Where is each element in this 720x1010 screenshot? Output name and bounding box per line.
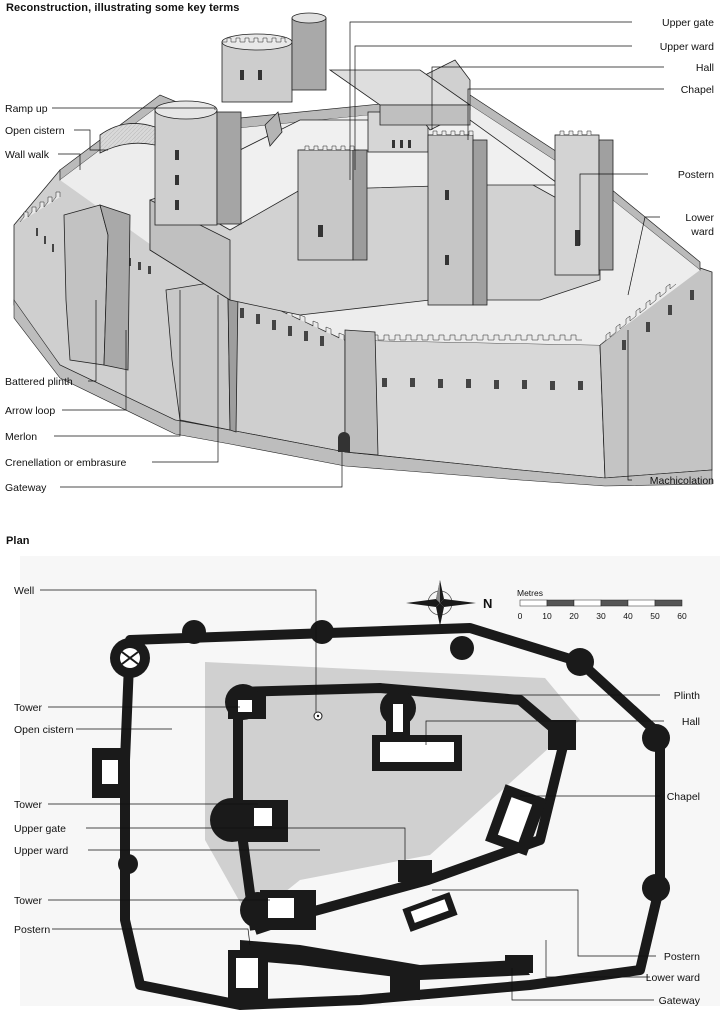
well-icon: [313, 711, 323, 721]
plan-label-lower-ward: Lower ward: [646, 972, 700, 984]
plan-label-well: Well: [14, 585, 34, 597]
label-crenellation: Crenellation or embrasure: [5, 457, 127, 469]
label-ward: ward: [690, 226, 714, 238]
scale-tick-10: 10: [542, 611, 552, 621]
plan-label-upper-ward: Upper ward: [14, 845, 68, 857]
castle-reconstruction-illustration: Ramp up Open cistern Wall walk Battered …: [5, 12, 714, 494]
gateway-arch: [338, 432, 350, 452]
outer-towers: [63, 204, 379, 456]
north-label: N: [483, 596, 492, 611]
plan-label-postern: Postern: [14, 924, 50, 936]
north-arrow-icon: [406, 580, 476, 626]
label-lower: Lower: [685, 212, 714, 224]
inner-windows: [175, 70, 580, 265]
inner-castle: [99, 12, 614, 316]
label-upper-ward: Upper ward: [660, 41, 714, 53]
scale-tick-50: 50: [650, 611, 660, 621]
plinth-area: [205, 662, 580, 920]
label-gateway: Gateway: [5, 482, 47, 494]
scale-tick-0: 0: [518, 611, 523, 621]
label-chapel: Chapel: [681, 84, 714, 96]
label-hall: Hall: [696, 62, 714, 74]
label-open-cistern: Open cistern: [5, 125, 65, 137]
plan-label-gateway: Gateway: [659, 995, 701, 1007]
label-machicolation: Machicolation: [650, 475, 714, 487]
reconstruction-leaders-left: [52, 107, 343, 488]
scale-tick-40: 40: [623, 611, 633, 621]
plan-label-open-cistern: Open cistern: [14, 724, 74, 736]
label-merlon: Merlon: [5, 431, 37, 443]
label-wall-walk: Wall walk: [5, 149, 50, 161]
label-postern: Postern: [678, 169, 714, 181]
plan-label-plinth: Plinth: [674, 690, 700, 702]
scale-tick-60: 60: [677, 611, 687, 621]
merlons-inner: [222, 37, 592, 151]
plan-label-tower-1: Tower: [14, 702, 43, 714]
plan-leaders-left: [40, 589, 406, 946]
scale-tick-20: 20: [569, 611, 579, 621]
plan-leaders-right: [425, 694, 664, 1001]
label-battered-plinth: Battered plinth: [5, 376, 73, 388]
plan-title: Plan: [6, 535, 30, 547]
label-upper-gate: Upper gate: [662, 17, 714, 29]
inner-tower-details: [236, 700, 533, 988]
scale-bar: [519, 599, 683, 607]
scale-tick-30: 30: [596, 611, 606, 621]
scale-title: Metres: [517, 588, 543, 598]
plan-label-postern-right: Postern: [664, 951, 700, 963]
outer-wall-plan: [92, 620, 670, 1010]
plan-label-tower-3: Tower: [14, 895, 43, 907]
plan-label-upper-gate: Upper gate: [14, 823, 66, 835]
plan-label-tower-2: Tower: [14, 799, 43, 811]
plan-label-chapel: Chapel: [667, 791, 700, 803]
label-ramp-up: Ramp up: [5, 103, 48, 115]
reconstruction-leaders-right: [349, 21, 664, 481]
plan-label-hall: Hall: [682, 716, 700, 728]
label-arrow-loop: Arrow loop: [5, 405, 55, 417]
reconstruction-title: Reconstruction, illustrating some key te…: [6, 2, 240, 14]
